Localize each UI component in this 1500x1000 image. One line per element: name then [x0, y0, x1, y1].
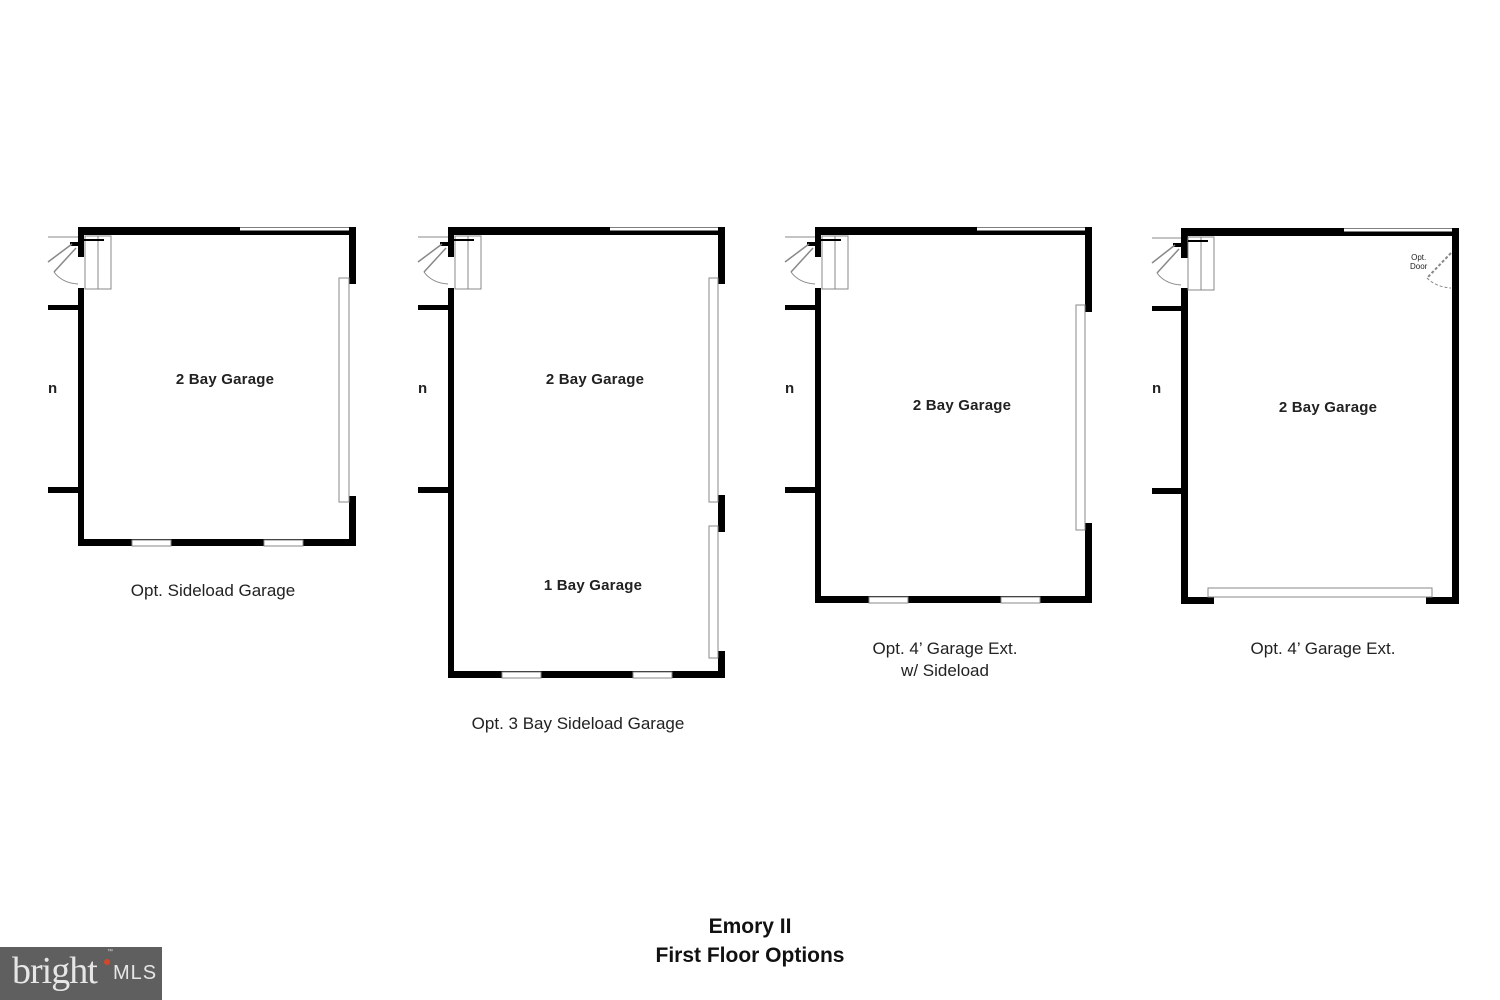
logo-mls-text: MLS	[113, 962, 158, 984]
plan-3-bay-sideload-garage	[417, 227, 725, 679]
plan-sideload-garage	[47, 227, 356, 547]
caption-sideload-garage: Opt. Sideload Garage	[130, 581, 296, 600]
logo-brand-text: bright	[12, 950, 98, 992]
cropped-room-label-fragment: n	[785, 380, 795, 397]
opt-door-label-line1: Opt.	[1411, 253, 1427, 262]
room-label-2-bay-garage: 2 Bay Garage	[545, 371, 645, 388]
room-label-2-bay-garage: 2 Bay Garage	[912, 397, 1012, 414]
logo-dot-icon	[104, 959, 110, 965]
document-title: Emory II	[708, 915, 792, 938]
room-label-2-bay-garage: 2 Bay Garage	[175, 371, 275, 388]
caption-3-bay-sideload-garage: Opt. 3 Bay Sideload Garage	[471, 714, 685, 733]
plan-4-garage-ext	[1151, 228, 1459, 604]
caption-4-garage-ext-sideload: Opt. 4’ Garage Ext. w/ Sideload	[873, 638, 1018, 682]
cropped-room-label-fragment: n	[1152, 380, 1162, 397]
bright-mls-logo: bright ™ MLS	[0, 947, 162, 1000]
opt-door-label-line2: Door	[1410, 262, 1428, 271]
cropped-room-label-fragment: n	[418, 380, 428, 397]
caption-4-garage-ext: Opt. 4’ Garage Ext.	[1250, 639, 1396, 658]
caption-line1: Opt. 4’ Garage Ext.	[872, 639, 1018, 658]
opt-door-label: Opt. Door	[1410, 253, 1427, 271]
logo-trademark: ™	[107, 949, 113, 955]
cropped-room-label-fragment: n	[48, 380, 58, 397]
caption-line2: w/ Sideload	[901, 661, 989, 680]
room-label-2-bay-garage: 2 Bay Garage	[1278, 399, 1378, 416]
room-label-1-bay-garage: 1 Bay Garage	[543, 577, 643, 594]
document-subtitle: First Floor Options	[655, 944, 845, 967]
plan-4-garage-ext-sideload	[784, 227, 1092, 604]
